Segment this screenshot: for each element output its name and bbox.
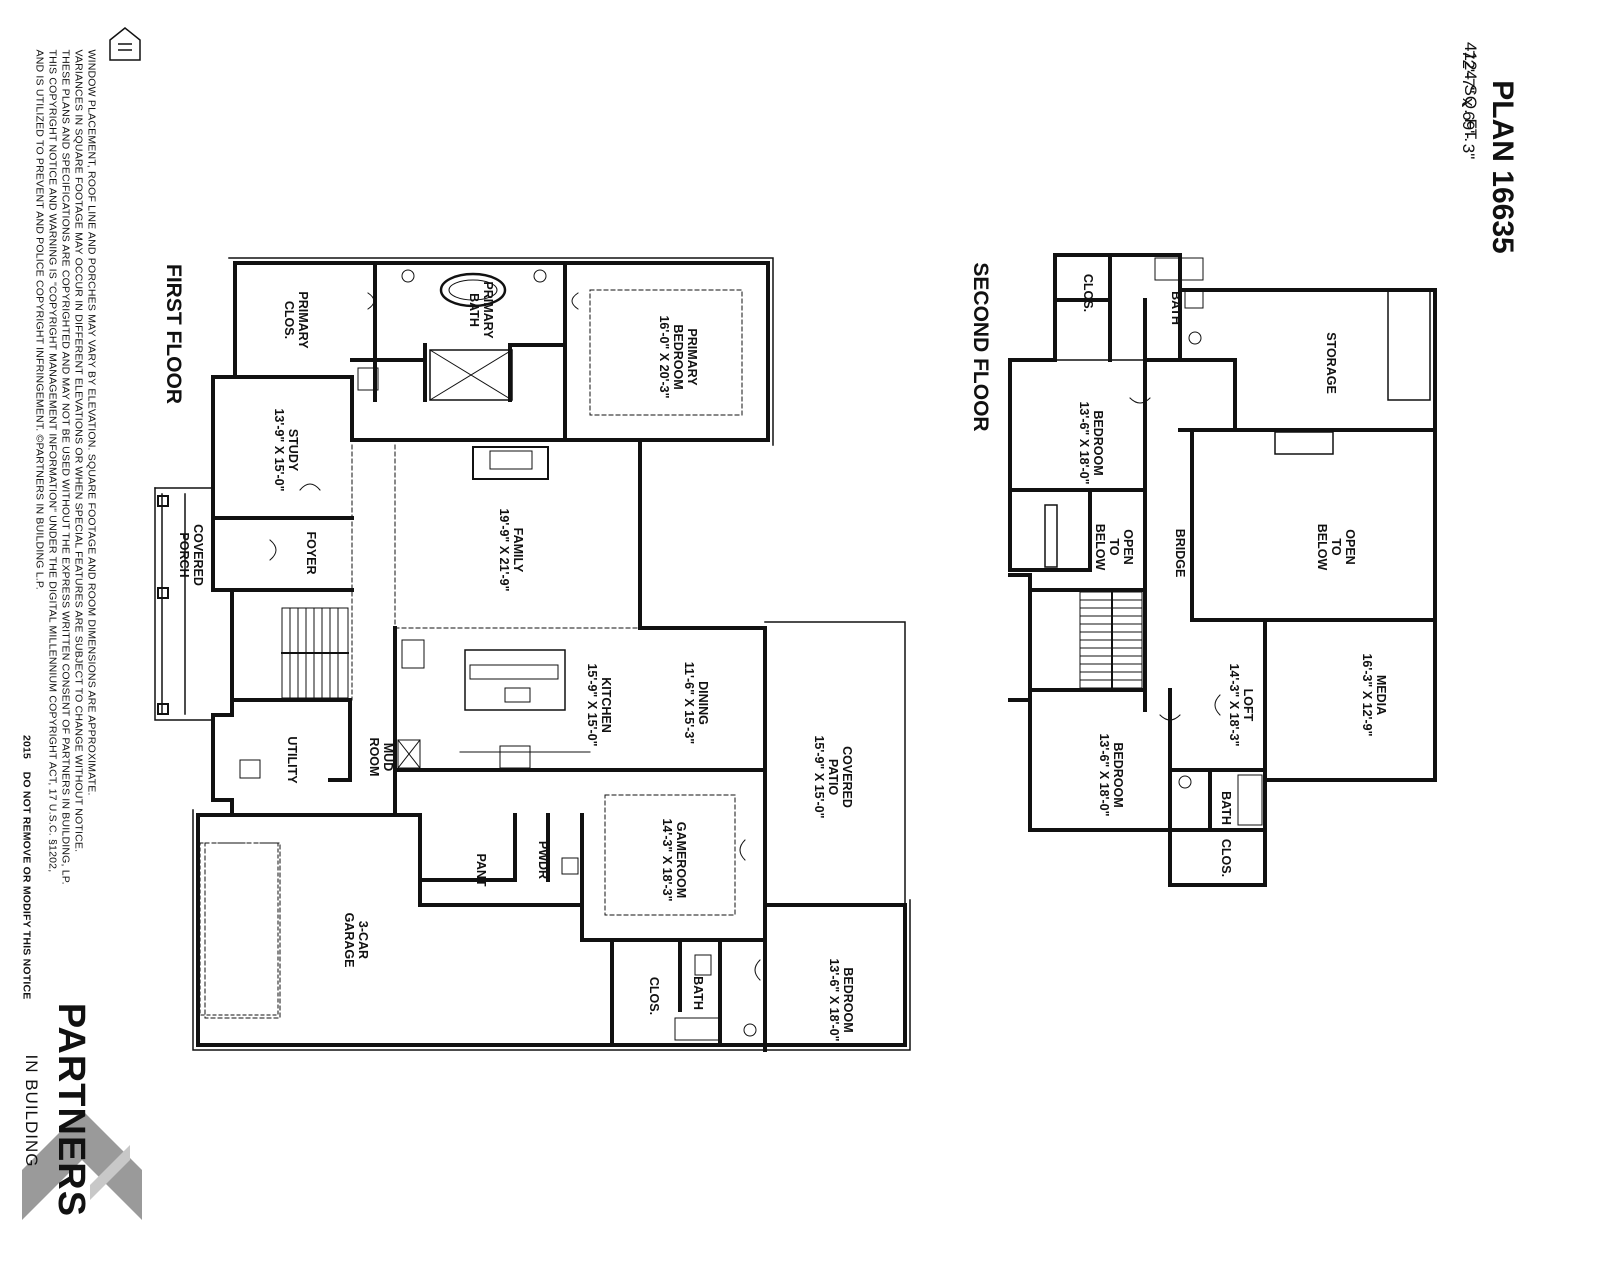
sink-icon [1178, 775, 1192, 789]
room-powder: PWDR [536, 840, 550, 880]
sink-icon [1188, 331, 1202, 345]
stairs-first-floor [281, 607, 349, 699]
shower-icon [429, 349, 513, 401]
stairs-second-floor [1079, 591, 1143, 689]
second-floor-thin [1009, 289, 1431, 568]
bathtub-icon [1237, 774, 1263, 826]
room-utility: UTILITY [285, 736, 299, 784]
room-closet-first: CLOS. [647, 976, 661, 1016]
post-icon [157, 495, 169, 507]
sink-icon [401, 269, 415, 283]
room-closet-second: CLOS. [1081, 273, 1095, 313]
first-floor-title: FIRST FLOOR [162, 264, 185, 404]
sink-icon [533, 269, 547, 283]
kitchen-island [464, 649, 566, 711]
room-bath-first: BATH [691, 976, 705, 1010]
room-bath-second-top: BATH [1169, 291, 1183, 325]
bathtub-icon [674, 1017, 721, 1041]
logo-tagline: IN BUILDING [22, 1054, 41, 1168]
second-floor-title: SECOND FLOOR [969, 262, 992, 432]
room-pantry: PANT [474, 853, 488, 887]
equal-housing-icon [109, 27, 141, 61]
plan-title: PLAN 16635 [1486, 80, 1519, 254]
plan-dimensions: 72'-7" x 69'- 3" [1459, 50, 1478, 160]
toilet-icon [239, 759, 261, 779]
toilet-icon [694, 954, 712, 976]
room-bridge: BRIDGE [1173, 528, 1187, 578]
bathtub-icon [1154, 257, 1204, 281]
room-foyer: FOYER [304, 531, 318, 575]
second-floor-walls [1008, 253, 1437, 887]
copyright-notice: WINDOW PLACEMENT, ROOF LINE AND PORCHES … [20, 49, 98, 1000]
door-swings [269, 292, 1221, 981]
bathtub-icon [439, 272, 507, 308]
first-floor-outline [154, 257, 911, 1051]
toilet-icon [357, 367, 379, 391]
room-storage: STORAGE [1324, 332, 1338, 394]
logo-brand: PARTNERS [50, 1002, 92, 1218]
first-floor-dashed [204, 289, 743, 1019]
post-icon [157, 703, 169, 715]
post-icon [157, 587, 169, 599]
toilet-icon [1184, 289, 1204, 309]
toilet-icon [561, 857, 579, 875]
room-closet-second-bottom: CLOS. [1219, 838, 1233, 878]
sink-icon [743, 1023, 757, 1037]
first-floor-walls [196, 261, 907, 1052]
fireplace-icon [472, 446, 549, 480]
room-bath-second-bottom: BATH [1219, 791, 1233, 825]
